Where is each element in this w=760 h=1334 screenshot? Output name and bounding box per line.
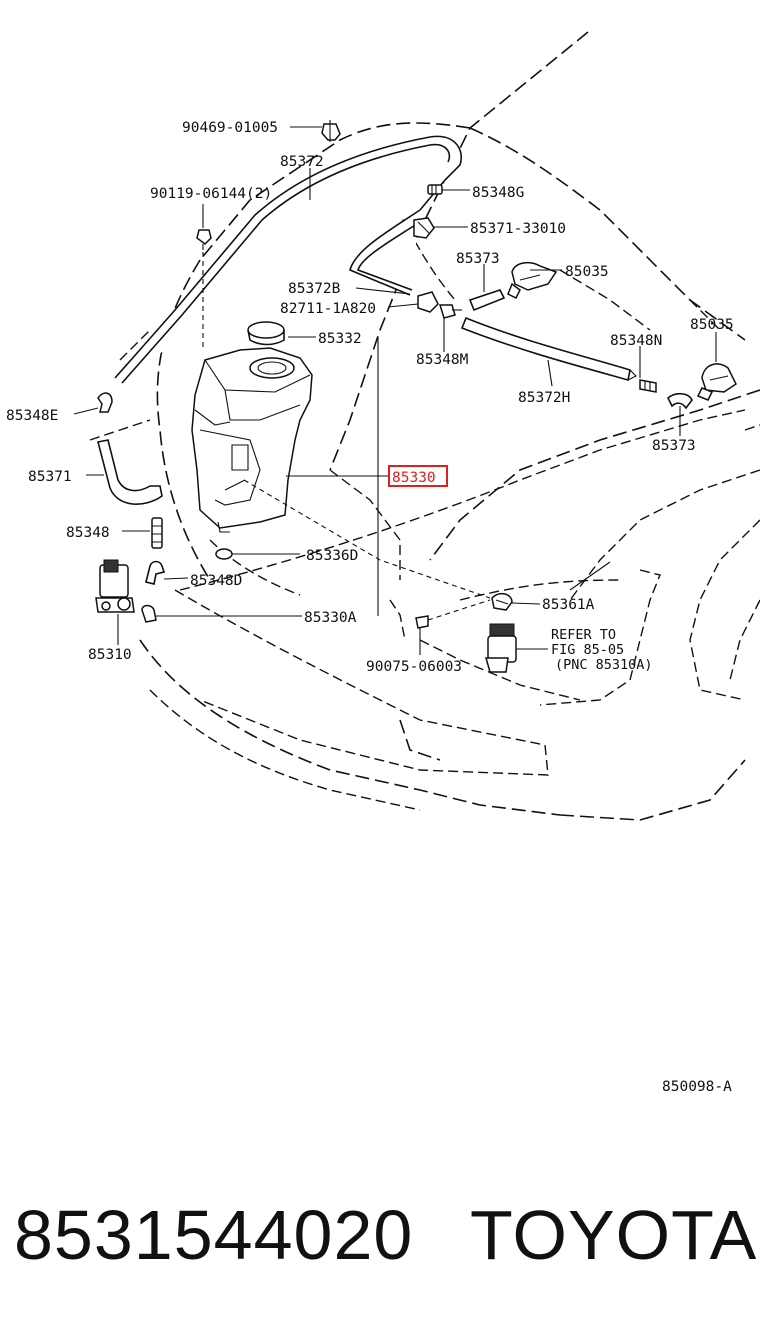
clamp-85361A [491, 592, 513, 611]
refer-pump [485, 623, 517, 673]
pump-85310 [95, 559, 135, 613]
figure-code: 850098-A [662, 1079, 732, 1095]
label-85332: 85332 [318, 331, 362, 347]
label-90469-01005: 90469-01005 [182, 120, 278, 136]
screw-90075 [415, 615, 429, 629]
connector-85348N [639, 379, 657, 393]
label-85373-top: 85373 [456, 251, 500, 267]
hose-85373-right [667, 392, 693, 410]
label-85361A: 85361A [542, 597, 595, 613]
label-85348G: 85348G [472, 185, 524, 201]
label-85372B: 85372B [288, 281, 341, 297]
label-85348E: 85348E [6, 408, 58, 424]
label-85035-top: 85035 [565, 264, 609, 280]
label-90119-06144: 90119-06144(2) [150, 186, 272, 202]
hose-85372 [114, 135, 462, 384]
grommet-85336D [215, 548, 233, 560]
tank-cap-85332 [247, 321, 285, 346]
label-85330: 85330 [392, 470, 436, 486]
label-85348: 85348 [66, 525, 110, 541]
label-85348D: 85348D [190, 573, 242, 589]
nozzle-85035-right [696, 363, 737, 401]
washer-tank-85330 [191, 347, 313, 533]
label-85348N: 85348N [610, 333, 662, 349]
label-82711-1A820: 82711-1A820 [280, 301, 376, 317]
brand-name: TOYOTA [470, 1196, 758, 1274]
label-85372: 85372 [280, 154, 324, 170]
label-85336D: 85336D [306, 548, 358, 564]
label-85330A: 85330A [304, 610, 357, 626]
joint-82711 [417, 291, 462, 319]
part-number: 8531544020 [14, 1196, 414, 1274]
label-85373-right: 85373 [652, 438, 696, 454]
footer: 8531544020 TOYOTA [0, 1190, 760, 1280]
connector-85348 [151, 517, 163, 549]
clip-90469 [321, 120, 341, 142]
leader-lines [73, 126, 717, 655]
label-85371-33010: 85371-33010 [470, 221, 566, 237]
part-labels: 90469-01005 85372 90119-06144(2) 85348G … [6, 120, 734, 1095]
bolt-90119 [196, 229, 212, 250]
hose-85373-top [468, 289, 506, 312]
refer-note-line3: (PNC 85310A) [555, 657, 653, 673]
refer-note-line2: FIG 85-05 [551, 642, 624, 658]
label-85035-right: 85035 [690, 317, 734, 333]
grommet-85330A [141, 604, 157, 623]
highlight-box-85330 [388, 465, 448, 487]
clamp-85371-33010 [413, 217, 435, 239]
label-85310: 85310 [88, 647, 132, 663]
label-85372H: 85372H [518, 390, 570, 406]
label-90075-06003: 90075-06003 [366, 659, 462, 675]
vehicle-body-outline [89, 31, 760, 821]
label-85348M: 85348M [416, 352, 469, 368]
elbow-85348E [97, 392, 113, 413]
label-85371: 85371 [28, 469, 72, 485]
connector-85348G [427, 184, 443, 195]
hose-85371 [97, 439, 163, 505]
nozzle-85035-top [507, 261, 558, 300]
elbow-85348D [145, 560, 166, 585]
refer-note-line1: REFER TO [551, 627, 616, 643]
hose-85372H [460, 316, 637, 382]
